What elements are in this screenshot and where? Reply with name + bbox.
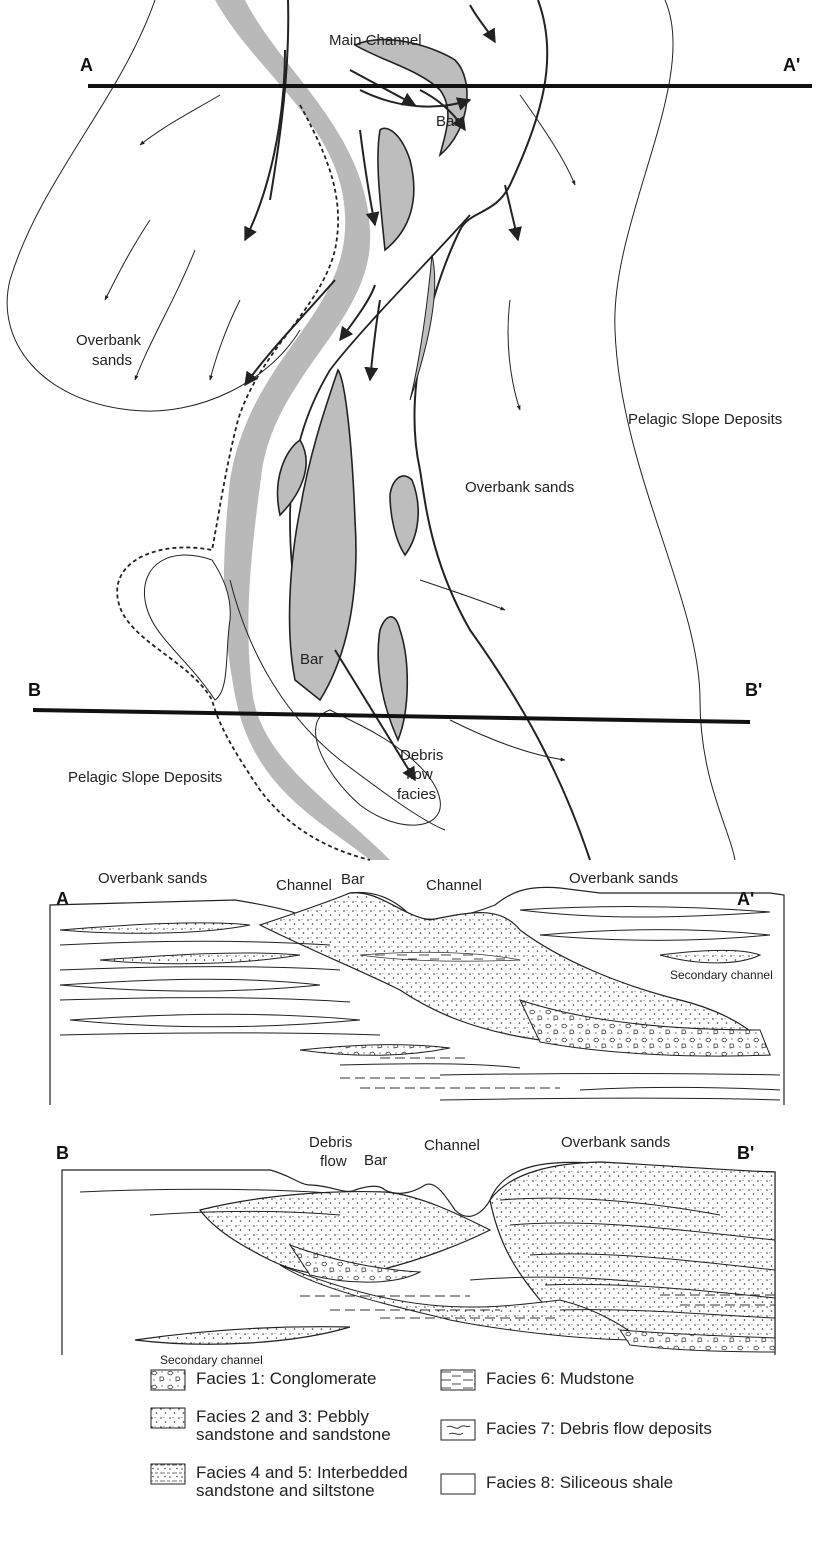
section-a-lens-2 xyxy=(100,953,300,964)
section-a-secondary-channel xyxy=(660,950,760,962)
section-b-secondary-channel xyxy=(135,1327,350,1345)
section-a-channel-1: Channel xyxy=(276,877,332,894)
map-label-a-prime: A' xyxy=(783,55,800,75)
section-a-lens-r1 xyxy=(520,906,770,917)
section-a-bar: Bar xyxy=(341,871,364,888)
overbank-arrow-4 xyxy=(210,300,240,380)
section-b-overbank: Overbank sands xyxy=(561,1134,670,1151)
section-a-lens-4 xyxy=(70,1014,360,1027)
legend-facies-23: Facies 2 and 3: Pebbly sandstone and san… xyxy=(150,1408,391,1444)
overbank-arrow-1 xyxy=(140,95,220,145)
bar-top xyxy=(355,40,467,155)
cross-section-a: A A' Overbank sands Channel Bar Channel … xyxy=(50,870,784,1105)
map-label-a: A xyxy=(80,55,93,75)
sandstone-swatch-icon xyxy=(150,1407,186,1429)
channel-bank-left xyxy=(270,0,288,200)
label-main-channel: Main Channel xyxy=(329,32,422,49)
label-overbank-left-1: Overbank xyxy=(76,332,142,349)
map-label-b: B xyxy=(28,680,41,700)
label-debris-3: facies xyxy=(397,786,436,803)
section-a-overbank-left: Overbank sands xyxy=(98,870,207,887)
flow-arrow-10 xyxy=(370,300,380,380)
legend-facies-23-label: Facies 2 and 3: Pebbly sandstone and san… xyxy=(196,1408,391,1444)
plan-view-map: A A' B B' Main Channel Bar Overbank sand… xyxy=(7,0,812,860)
section-a-lens-3 xyxy=(60,979,320,991)
overbank-arrow-3 xyxy=(135,250,195,380)
legend-facies-6: Facies 6: Mudstone xyxy=(440,1370,634,1391)
slope-boundary-right xyxy=(615,0,735,860)
overbank-arrow-6 xyxy=(508,300,520,410)
section-b-channel: Channel xyxy=(424,1137,480,1154)
mudstone-swatch-icon xyxy=(440,1369,476,1391)
legend-facies-7: Facies 7: Debris flow deposits xyxy=(440,1420,712,1441)
label-debris-2: flow xyxy=(406,766,433,783)
section-a-lens-5 xyxy=(300,1045,450,1056)
overbank-lobe-left xyxy=(7,0,300,411)
section-a-secondary-channel-label: Secondary channel xyxy=(670,968,773,982)
label-debris-1: Debris xyxy=(400,747,443,764)
flow-arrow-7 xyxy=(505,185,518,240)
label-overbank-right: Overbank sands xyxy=(465,479,574,496)
section-a-channel-2: Channel xyxy=(426,877,482,894)
legend-facies-45: Facies 4 and 5: Interbedded sandstone an… xyxy=(150,1464,408,1500)
bar-bottom-right xyxy=(378,617,407,740)
label-bar-top: Bar xyxy=(436,113,459,130)
section-a-overbank-right: Overbank sands xyxy=(569,870,678,887)
label-overbank-left-2: sands xyxy=(92,352,132,369)
legend-facies-8: Facies 8: Siliceous shale xyxy=(440,1474,673,1495)
section-b-secondary-channel-label: Secondary channel xyxy=(160,1353,263,1367)
bar-small-right xyxy=(390,476,418,555)
overbank-arrow-8 xyxy=(450,720,565,760)
legend-facies-1-label: Facies 1: Conglomerate xyxy=(196,1370,376,1388)
section-a-right-label: A' xyxy=(737,889,754,909)
cross-section-b: B B' Debris flow Bar Channel Overbank sa… xyxy=(56,1134,775,1367)
overbank-arrow-7 xyxy=(420,580,505,610)
legend-facies-8-label: Facies 8: Siliceous shale xyxy=(486,1474,673,1492)
section-b-debris-2: flow xyxy=(320,1153,347,1170)
bar-mid xyxy=(378,128,414,250)
debris-flow-swatch-icon xyxy=(440,1419,476,1441)
section-b-bar: Bar xyxy=(364,1152,387,1169)
map-label-b-prime: B' xyxy=(745,680,762,700)
label-pelagic-bottom: Pelagic Slope Deposits xyxy=(68,769,222,786)
levee-bulge xyxy=(144,555,230,700)
legend-facies-1: Facies 1: Conglomerate xyxy=(150,1370,376,1391)
facies-legend: Facies 1: Conglomerate Facies 2 and 3: P… xyxy=(150,1368,834,1538)
conglomerate-swatch-icon xyxy=(150,1369,186,1391)
section-b-left-label: B xyxy=(56,1143,69,1163)
legend-facies-45-label: Facies 4 and 5: Interbedded sandstone an… xyxy=(196,1464,408,1500)
section-b-debris-1: Debris xyxy=(309,1134,352,1151)
section-b-right-label: B' xyxy=(737,1143,754,1163)
label-bar-lower: Bar xyxy=(300,651,323,668)
overbank-arrow-2 xyxy=(105,220,150,300)
section-a-mud-dashes xyxy=(340,1058,560,1088)
flow-arrow-5 xyxy=(470,5,495,42)
legend-facies-6-label: Facies 6: Mudstone xyxy=(486,1370,634,1388)
section-a-lens-1 xyxy=(60,923,250,933)
section-a-left-label: A xyxy=(56,889,69,909)
label-pelagic-right: Pelagic Slope Deposits xyxy=(628,411,782,428)
siliceous-shale-swatch-icon xyxy=(440,1473,476,1495)
interbedded-swatch-icon xyxy=(150,1463,186,1485)
section-a-lens-r2 xyxy=(540,930,770,941)
legend-facies-7-label: Facies 7: Debris flow deposits xyxy=(486,1420,712,1438)
